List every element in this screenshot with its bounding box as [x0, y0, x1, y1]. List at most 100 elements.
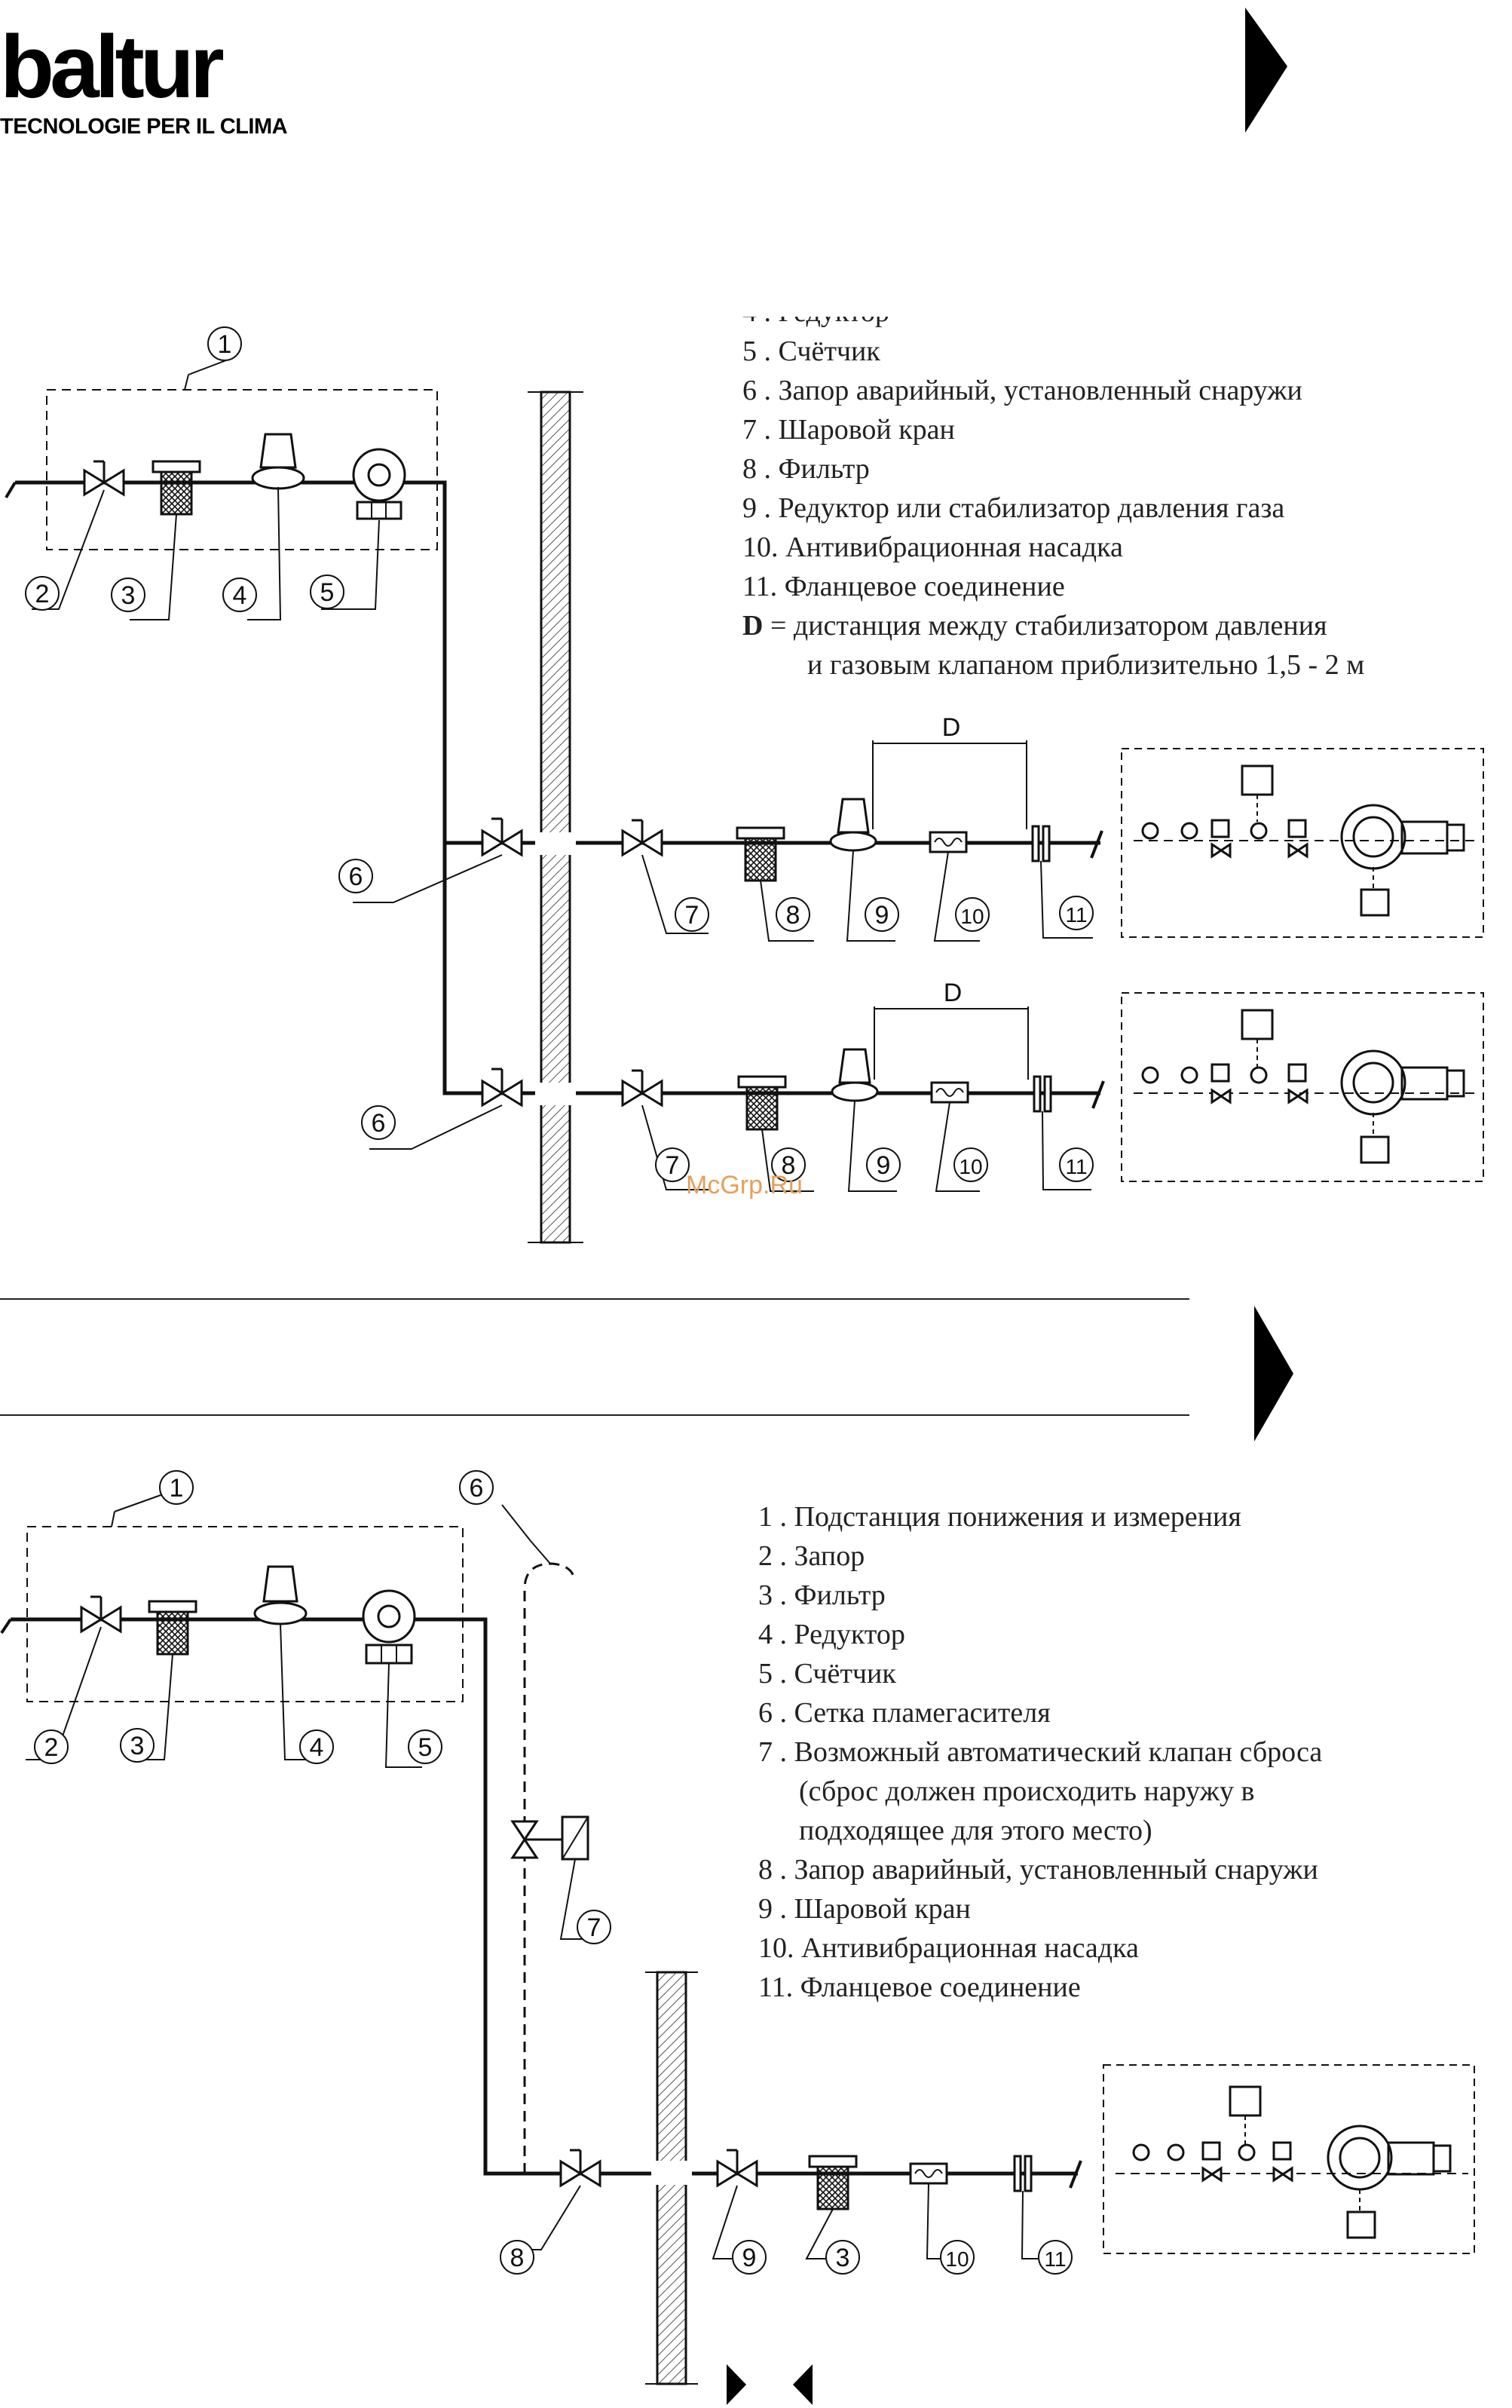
- legend-num: 7 .: [758, 1736, 787, 1768]
- dimension-d-lower: [874, 1006, 1029, 1080]
- reducing-station-box: [46, 389, 438, 550]
- legend-item: 8 . Фильтр: [742, 449, 1364, 489]
- legend-distance-item-cont: и газовым клапаном приблизительно 1,5 - …: [742, 645, 1364, 685]
- legend-text: Фланцевое соединение: [784, 571, 1065, 602]
- legend-text: Возможный автоматический клапан сброса: [794, 1736, 1323, 1768]
- legend-item: 9 . Шаровой кран: [758, 1889, 1322, 1929]
- callout-2-7: 7: [587, 1913, 601, 1942]
- dimension-d-upper: [872, 740, 1027, 829]
- legend-text: Редуктор: [794, 1619, 905, 1650]
- leader-lines-diagram-1: [32, 360, 1093, 1192]
- wall-2-gap: [651, 2161, 692, 2185]
- legend-text: подходящее для этого место): [799, 1815, 1152, 1846]
- legend-num: 10.: [758, 1932, 794, 1964]
- callout-2-10: 10: [945, 2247, 969, 2271]
- legend-text: Шаровой кран: [778, 414, 955, 446]
- legend-num: 7 .: [742, 414, 771, 446]
- stabilizer-9-upper-icon: [829, 798, 877, 852]
- legend-distance-text: = дистанция между стабилизатором давлени…: [770, 610, 1327, 642]
- callout-2-1: 1: [170, 1474, 184, 1503]
- legend-item: 2 . Запор: [758, 1536, 1322, 1576]
- flame-arrester-pipe: [523, 1562, 576, 2174]
- legend-num: 1 .: [758, 1501, 787, 1533]
- callout-2-9: 9: [742, 2244, 757, 2272]
- callout-9-lower: 9: [877, 1151, 891, 1180]
- legend-text: Подстанция понижения и измерения: [794, 1501, 1241, 1533]
- legend-num: 8 .: [742, 453, 771, 485]
- gas-meter-5b-icon: [362, 1589, 416, 1665]
- legend-text: (сброс должен происходить наружу в: [799, 1775, 1255, 1807]
- legend-section-1: 4 . Редуктор 5 . Счётчик 6 . Запор авари…: [742, 293, 1364, 685]
- legend-text: Фильтр: [794, 1579, 886, 1611]
- legend-item: 5 . Счётчик: [758, 1654, 1322, 1693]
- prev-page-arrow-icon: [793, 2364, 813, 2405]
- gas-main-pipe-2-stub: [0, 1618, 12, 1634]
- callout-labels-diagram-1: 1 2 3 4 5 6 7 8 9 10 11 6 7 8 9 10 11 D …: [35, 330, 1088, 1180]
- legend-section-2: 1 . Подстанция понижения и измерения 2 .…: [758, 1497, 1322, 2007]
- legend-text: Запор аварийный, установленный снаружи: [778, 375, 1302, 406]
- legend-distance-item: D = дистанция между стабилизатором давле…: [742, 606, 1364, 645]
- legend-text: Антивибрационная насадка: [801, 1932, 1139, 1964]
- building-wall: [540, 391, 571, 1244]
- legend-text: Шаровой кран: [794, 1893, 971, 1925]
- flange-11-lower-icon: [1033, 1075, 1052, 1113]
- legend-distance-text-2: и газовым клапаном приблизительно 1,5 - …: [807, 649, 1365, 681]
- pressure-reducer-4-icon: [251, 433, 305, 490]
- callout-4: 4: [233, 581, 247, 610]
- legend-text: Фланцевое соединение: [800, 1971, 1081, 2003]
- legend-item: 11. Фланцевое соединение: [758, 1968, 1322, 2007]
- legend-item-cont: подходящее для этого место): [758, 1811, 1322, 1850]
- legend-text: Счётчик: [778, 335, 880, 367]
- legend-text: Запор: [794, 1540, 865, 1572]
- callout-3: 3: [121, 581, 136, 610]
- nav-arrow-top-icon: [1245, 8, 1287, 133]
- gas-diagram-1: [5, 326, 1484, 1244]
- callout-11-upper: 11: [1065, 903, 1087, 927]
- flange-11b-icon: [1013, 2155, 1033, 2192]
- gas-diagram-2: [0, 1470, 1475, 2385]
- legend-item: 7 . Возможный автоматический клапан сбро…: [758, 1732, 1322, 1772]
- legend-num: 11.: [742, 571, 778, 602]
- filter-3-icon: [152, 460, 201, 516]
- relief-valve-7-icon: [510, 1815, 589, 1861]
- legend-num: 6 .: [758, 1697, 787, 1729]
- next-page-arrow-icon: [727, 2364, 746, 2405]
- callout-2-8: 8: [510, 2244, 525, 2272]
- gas-main-pipe-stub: [5, 481, 17, 499]
- legend-num: 9 .: [742, 492, 771, 524]
- legend-num: 8 .: [758, 1854, 787, 1886]
- legend-item: 10. Антивибрационная насадка: [742, 528, 1364, 567]
- callout-circles-diagram-1: [25, 326, 1094, 1182]
- ball-valve-9-icon: [716, 2149, 758, 2188]
- pipe-end-2: [1069, 2160, 1082, 2189]
- legend-crop-mask: [742, 299, 1466, 317]
- pipe-end-upper: [1090, 830, 1103, 859]
- shutoff-valve-2-icon: [83, 460, 125, 497]
- legend-distance-key: D: [742, 610, 764, 642]
- dimension-d-label-upper: D: [942, 713, 961, 742]
- callout-8-upper: 8: [786, 901, 800, 930]
- callout-circles-diagram-2: [34, 1470, 1073, 2275]
- burner-assembly-3: [1103, 2064, 1475, 2254]
- legend-item: 3 . Фильтр: [758, 1576, 1322, 1615]
- legend-num: 5 .: [758, 1658, 787, 1690]
- legend-text: Сетка пламегасителя: [794, 1697, 1051, 1729]
- callout-2-5: 5: [418, 1733, 433, 1762]
- legend-text: Счётчик: [794, 1658, 896, 1690]
- callout-labels-diagram-2: 1 2 3 4 5 6 7 8 9 3 10 11: [44, 1474, 1067, 2272]
- nav-arrow-middle-icon: [1254, 1306, 1293, 1441]
- emergency-valve-6-lower-icon: [481, 1068, 523, 1107]
- filter-3c-icon: [808, 2155, 858, 2210]
- callout-11-lower: 11: [1065, 1155, 1087, 1178]
- legend-num: 3 .: [758, 1579, 787, 1611]
- callout-7-upper: 7: [685, 901, 699, 930]
- anti-vibration-10-lower-icon: [930, 1081, 969, 1104]
- reducing-station-box-2: [26, 1526, 464, 1702]
- legend-num: 5 .: [742, 335, 771, 367]
- legend-num: 2 .: [758, 1540, 787, 1572]
- ball-valve-7-lower-icon: [621, 1069, 663, 1107]
- flange-11-upper-icon: [1031, 825, 1051, 862]
- legend-item: 11. Фланцевое соединение: [742, 567, 1364, 606]
- legend-num: 6 .: [742, 375, 771, 406]
